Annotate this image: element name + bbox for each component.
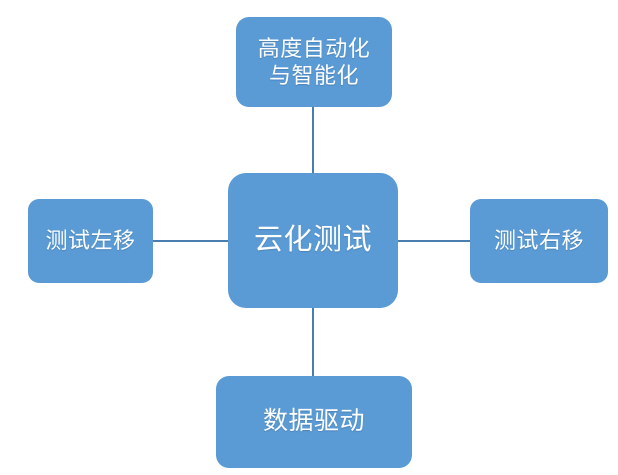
connector-center-to-bottom [312,307,314,377]
connector-center-to-left [152,240,229,242]
diagram-node-top[interactable]: 高度自动化 与智能化 [236,17,392,107]
diagram-node-bottom-label: 数据驱动 [262,407,365,436]
diagram-node-left[interactable]: 测试左移 [28,199,153,283]
diagram-node-center[interactable]: 云化测试 [228,173,398,308]
diagram-node-right-label: 测试右移 [493,228,584,254]
diagram-node-top-label: 高度自动化 与智能化 [257,35,371,89]
diagram-node-center-label: 云化测试 [253,224,372,257]
diagram-node-right[interactable]: 测试右移 [470,199,608,283]
connector-center-to-top [312,106,314,174]
connector-center-to-right [397,240,471,242]
diagram-node-left-label: 测试左移 [45,228,136,254]
diagram-node-bottom[interactable]: 数据驱动 [216,376,412,468]
